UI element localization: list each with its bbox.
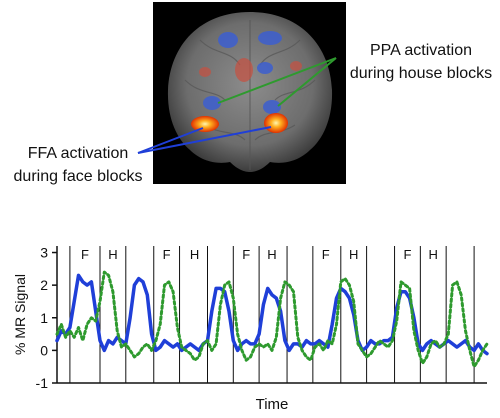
- block-label: H: [429, 247, 438, 262]
- ffa-activation-left: [191, 116, 219, 132]
- brain-image: [153, 2, 346, 184]
- y-tick-label: 1: [40, 310, 48, 326]
- ppa-pointers: [217, 57, 337, 107]
- ffa-annotation: FFA activation during face blocks: [14, 145, 143, 185]
- y-tick-label: -1: [36, 375, 49, 391]
- y-tick-label: 2: [40, 277, 48, 293]
- ppa-label-line2: during house blocks: [350, 65, 492, 82]
- x-axis-label: Time: [256, 396, 289, 413]
- y-axis-label: % MR Signal: [12, 274, 28, 355]
- block-label: F: [242, 247, 250, 262]
- block-label: H: [267, 247, 276, 262]
- y-tick-label: 3: [40, 245, 48, 261]
- ffa-activation-right: [264, 113, 288, 133]
- y-tick-label: 0: [40, 342, 48, 358]
- ppa-label-line1: PPA activation: [370, 42, 472, 59]
- brain-blue-activations: [203, 31, 282, 114]
- block-label: F: [322, 247, 330, 262]
- ppa-annotation: PPA activation during house blocks: [350, 42, 492, 82]
- ffa-label-line1: FFA activation: [28, 145, 129, 162]
- block-label: F: [163, 247, 171, 262]
- series-line-dotted: [55, 270, 489, 369]
- brain-red-activations: [199, 58, 302, 82]
- block-label: H: [349, 247, 358, 262]
- block-label: H: [190, 247, 199, 262]
- block-label: F: [81, 247, 89, 262]
- series-line-solid: [55, 273, 489, 356]
- ffa-pointers: [137, 126, 272, 154]
- block-label: F: [403, 247, 411, 262]
- block-label: H: [108, 247, 117, 262]
- ffa-label-line2: during face blocks: [14, 168, 143, 185]
